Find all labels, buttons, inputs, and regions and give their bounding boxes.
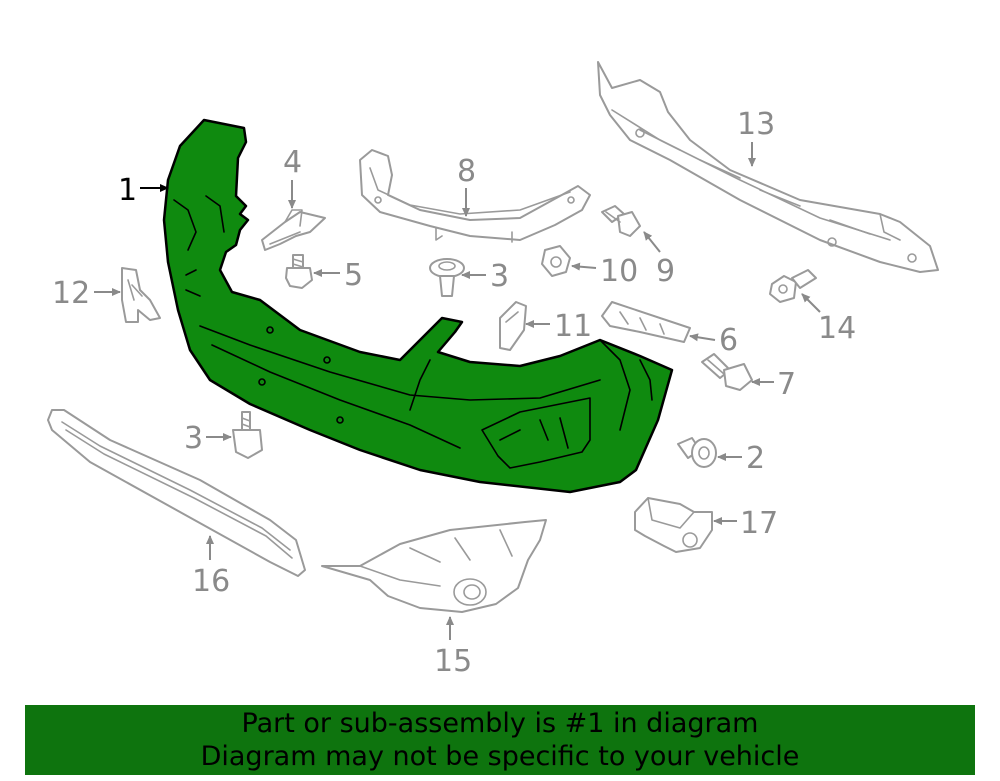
- svg-text:12: 12: [52, 276, 90, 311]
- svg-text:14: 14: [818, 311, 856, 346]
- svg-text:2: 2: [746, 441, 765, 476]
- svg-text:4: 4: [283, 145, 302, 180]
- part-2-clip[interactable]: [677, 437, 717, 468]
- svg-text:10: 10: [600, 254, 638, 289]
- part-13-reinforcement-beam[interactable]: [597, 61, 939, 273]
- callout-7: 7: [751, 367, 796, 402]
- svg-text:11: 11: [554, 309, 592, 344]
- callout-3-top: 3: [461, 259, 509, 294]
- callout-15: 15: [434, 616, 472, 679]
- part-15-fog-bezel[interactable]: [321, 519, 547, 613]
- svg-text:15: 15: [434, 644, 472, 679]
- part-8-upper-bracket[interactable]: [359, 149, 591, 243]
- svg-text:8: 8: [457, 154, 476, 189]
- part-5-bolt[interactable]: [285, 254, 313, 289]
- part-6-bracket[interactable]: [601, 301, 691, 343]
- part-11-clip[interactable]: [499, 301, 527, 351]
- svg-text:5: 5: [344, 258, 363, 293]
- svg-text:6: 6: [719, 323, 738, 358]
- banner-line-2: Diagram may not be specific to your vehi…: [200, 741, 800, 772]
- part-17-sensor[interactable]: [634, 497, 713, 553]
- exploded-parts-diagram: 1 2 3 3 4 5 6 7: [47, 61, 939, 679]
- callout-14: 14: [801, 293, 856, 346]
- callout-12: 12: [52, 276, 121, 311]
- svg-text:17: 17: [740, 506, 778, 541]
- callout-1: 1: [118, 173, 169, 208]
- info-banner: Part or sub-assembly is #1 in diagram Di…: [25, 705, 975, 775]
- part-10-nut[interactable]: [541, 245, 571, 277]
- svg-text:3: 3: [490, 259, 509, 294]
- banner-line-1: Part or sub-assembly is #1 in diagram: [241, 708, 759, 739]
- svg-text:16: 16: [192, 564, 230, 599]
- callout-16: 16: [192, 535, 230, 599]
- part-1-bumper-cover[interactable]: [162, 118, 674, 494]
- callout-13: 13: [737, 107, 775, 167]
- callout-9: 9: [643, 231, 675, 289]
- svg-text:7: 7: [777, 367, 796, 402]
- callout-11: 11: [525, 309, 592, 344]
- svg-text:1: 1: [118, 173, 137, 208]
- part-7-bolt[interactable]: [701, 353, 753, 391]
- callout-4: 4: [283, 145, 302, 209]
- part-3-clip-top[interactable]: [429, 258, 465, 297]
- part-3-bolt-lower[interactable]: [232, 411, 263, 459]
- svg-text:9: 9: [656, 254, 675, 289]
- callout-8: 8: [457, 154, 476, 217]
- callout-2: 2: [717, 441, 765, 476]
- part-4-bracket[interactable]: [261, 209, 326, 251]
- callout-10: 10: [571, 254, 638, 289]
- part-16-lower-grille[interactable]: [47, 409, 306, 577]
- svg-text:3: 3: [184, 421, 203, 456]
- callout-6: 6: [689, 323, 738, 358]
- part-12-side-bracket[interactable]: [121, 267, 161, 323]
- part-14-bolt[interactable]: [769, 269, 817, 303]
- svg-text:13: 13: [737, 107, 775, 142]
- callout-5: 5: [313, 258, 363, 293]
- callout-3-lower: 3: [184, 421, 232, 456]
- callout-17: 17: [713, 506, 778, 541]
- part-9-bolt[interactable]: [601, 205, 641, 237]
